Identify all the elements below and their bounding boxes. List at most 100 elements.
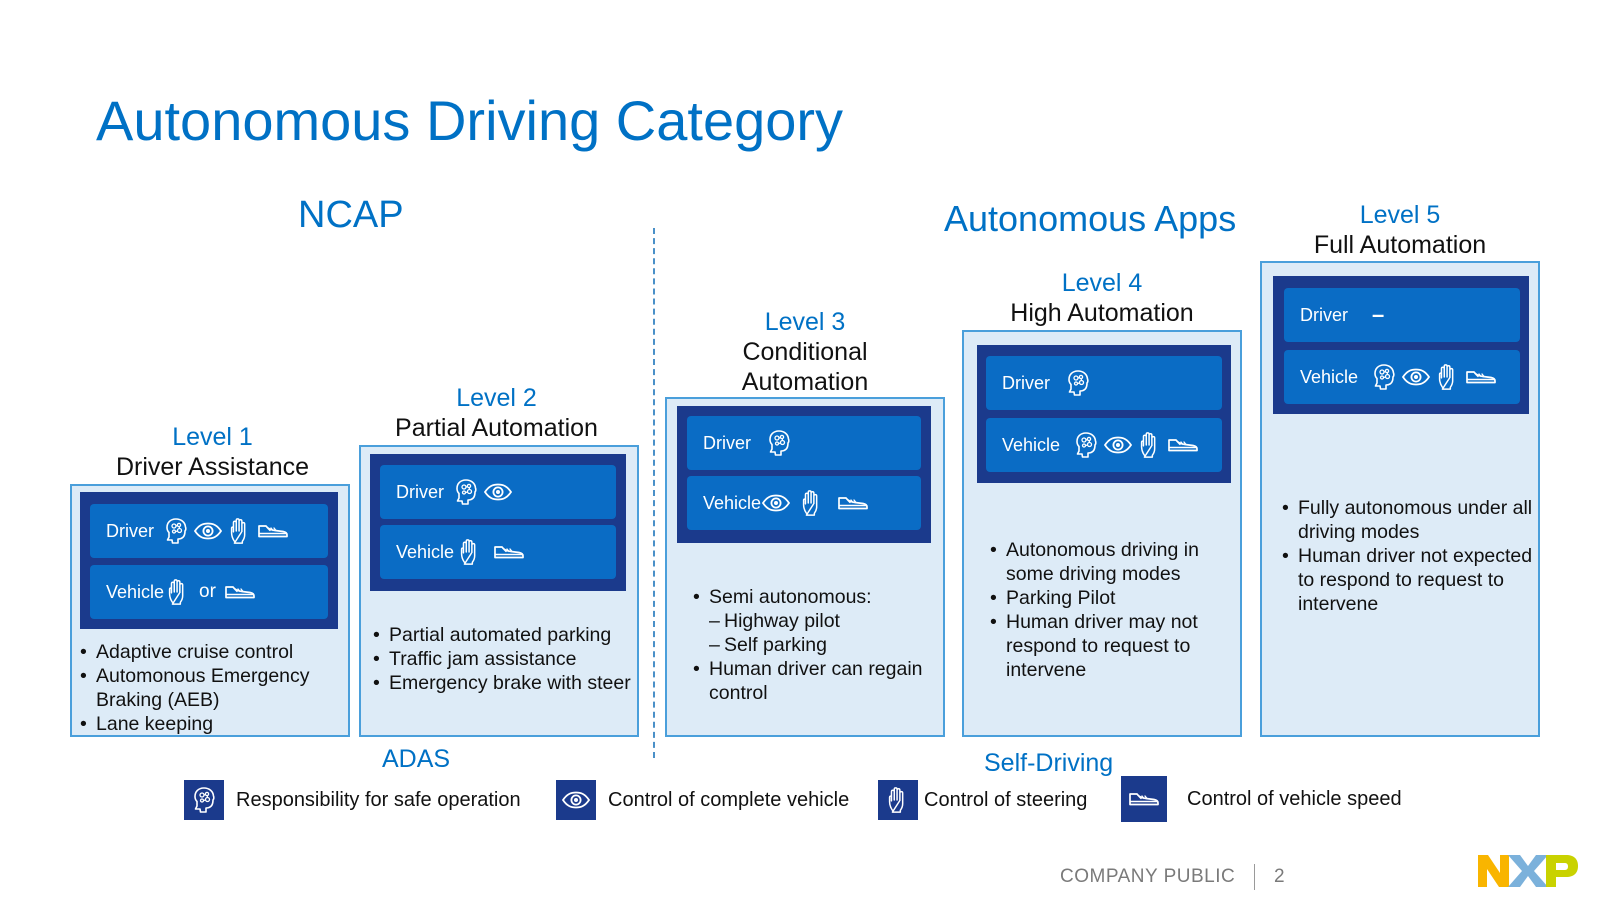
- level-3-name-line2: Automation: [741, 368, 869, 396]
- level-5-bullets: Fully autonomous under all driving modes…: [1282, 496, 1537, 616]
- eye-icon: [483, 483, 513, 501]
- brain-icon: [184, 780, 224, 820]
- level-1-name: Driver Assistance: [115, 453, 310, 481]
- page-number: 2: [1274, 866, 1286, 887]
- list-item: Adaptive cruise control: [80, 640, 342, 664]
- driver-label: Driver: [1002, 372, 1050, 393]
- shoe-icon: [837, 495, 869, 511]
- legend-item-vehicle-control: Control of complete vehicle: [556, 780, 849, 820]
- level-1-bullets: Adaptive cruise control Automonous Emerg…: [80, 640, 342, 736]
- shoe-icon: [1465, 369, 1497, 385]
- classification-label: COMPANY PUBLIC: [1060, 866, 1236, 887]
- level-4-card: Driver Vehicle Autonomous driving in som…: [962, 330, 1242, 737]
- hand-icon: [800, 489, 824, 517]
- level-2-driver-row: Driver: [380, 465, 616, 519]
- hand-icon: [166, 578, 190, 606]
- list-item: Human driver may not respond to request …: [990, 610, 1235, 682]
- level-5-name: Full Automation: [1313, 231, 1487, 259]
- hand-icon: [878, 780, 918, 820]
- legend-label: Control of vehicle speed: [1187, 787, 1402, 810]
- level-4-bullets: Autonomous driving in some driving modes…: [990, 538, 1235, 682]
- vehicle-label: Vehicle: [106, 581, 165, 602]
- list-item: Fully autonomous under all driving modes: [1282, 496, 1537, 544]
- driver-label: Driver: [106, 520, 154, 541]
- group-label-ncap: NCAP: [298, 194, 404, 236]
- level-1-number: Level 1: [172, 423, 253, 451]
- level-3-header: Level 3 Conditional Automation: [665, 307, 945, 397]
- level-2-card: Driver Vehicle Partial automated parking…: [359, 445, 639, 737]
- list-item: Partial automated parking: [373, 623, 635, 647]
- vehicle-label: Vehicle: [1002, 434, 1061, 455]
- level-3-vehicle-row: Vehicle: [687, 476, 921, 530]
- eye-icon: [1401, 368, 1431, 386]
- level-5-header: Level 5 Full Automation: [1260, 200, 1540, 260]
- legend-label: Control of steering: [924, 788, 1088, 811]
- level-2-name: Partial Automation: [395, 414, 598, 442]
- shoe-icon: [1121, 776, 1167, 822]
- legend-item-speed: Control of vehicle speed: [1121, 776, 1402, 822]
- brain-icon: [164, 517, 188, 545]
- legend-label: Control of complete vehicle: [608, 788, 850, 811]
- eye-icon: [193, 522, 223, 540]
- list-item: Semi autonomous:: [693, 585, 943, 609]
- level-5-card: Driver – Vehicle Fully autonomous under …: [1260, 261, 1540, 737]
- nxp-logo: [1478, 853, 1578, 889]
- level-5-panel: Driver – Vehicle: [1273, 276, 1529, 414]
- footer-divider: [1254, 864, 1255, 890]
- shoe-icon: [257, 523, 289, 539]
- list-item: Human driver not expected to respond to …: [1282, 544, 1537, 616]
- level-2-vehicle-row: Vehicle: [380, 525, 616, 579]
- brain-icon: [1074, 431, 1098, 459]
- shoe-icon: [224, 584, 256, 600]
- or-text: or: [199, 581, 216, 602]
- hand-icon: [228, 517, 252, 545]
- list-subitem: Highway pilot: [693, 609, 943, 633]
- level-1-vehicle-row: Vehicle or: [90, 565, 328, 619]
- level-1-panel: Driver Vehicle or: [80, 492, 338, 629]
- group-label-adas: ADAS: [382, 745, 451, 773]
- legend-item-responsibility: Responsibility for safe operation: [184, 780, 521, 820]
- level-5-vehicle-row: Vehicle: [1284, 350, 1520, 404]
- level-5-number: Level 5: [1359, 201, 1441, 229]
- list-item: Parking Pilot: [990, 586, 1235, 610]
- legend-label: Responsibility for safe operation: [236, 788, 521, 811]
- brain-icon: [454, 478, 478, 506]
- level-4-panel: Driver Vehicle: [977, 345, 1231, 483]
- level-2-bullets: Partial automated parking Traffic jam as…: [373, 623, 635, 695]
- list-subitem: Self parking: [693, 633, 943, 657]
- vehicle-label: Vehicle: [1300, 366, 1359, 387]
- list-item: Autonomous driving in some driving modes: [990, 538, 1235, 586]
- list-item: Lane keeping: [80, 712, 342, 736]
- vehicle-label: Vehicle: [396, 541, 455, 562]
- hand-icon: [1138, 431, 1162, 459]
- driver-label: Driver: [1300, 304, 1348, 325]
- legend-item-steering: Control of steering: [878, 780, 1087, 820]
- list-item: Emergency brake with steer: [373, 671, 635, 695]
- brain-icon: [1066, 369, 1090, 397]
- level-4-driver-row: Driver: [986, 356, 1222, 410]
- page-title: Autonomous Driving Category: [96, 89, 844, 152]
- driver-label: Driver: [703, 432, 751, 453]
- hand-icon: [458, 538, 482, 566]
- hand-icon: [1436, 363, 1460, 391]
- group-label-self-driving: Self-Driving: [984, 749, 1114, 777]
- level-3-panel: Driver Vehicle: [677, 406, 931, 543]
- group-label-autonomous-apps: Autonomous Apps: [944, 198, 1237, 239]
- level-5-driver-row: Driver –: [1284, 288, 1520, 342]
- level-3-driver-row: Driver: [687, 416, 921, 470]
- list-item: Human driver can regain control: [693, 657, 943, 705]
- level-2-panel: Driver Vehicle: [370, 454, 626, 591]
- brain-icon: [767, 429, 791, 457]
- level-2-header: Level 2 Partial Automation: [354, 383, 639, 443]
- level-3-number: Level 3: [764, 308, 846, 336]
- level-1-card: Driver Vehicle or Adaptive cruise contro…: [70, 484, 350, 737]
- vehicle-label: Vehicle: [703, 492, 762, 513]
- group-divider: [653, 228, 655, 758]
- eye-icon: [556, 780, 596, 820]
- none-mark: –: [1372, 302, 1385, 327]
- eye-icon: [1103, 436, 1133, 454]
- brain-icon: [1372, 363, 1396, 391]
- level-1-driver-row: Driver: [90, 504, 328, 558]
- level-4-name: High Automation: [1010, 299, 1194, 327]
- list-item: Automonous Emergency Braking (AEB): [80, 664, 342, 712]
